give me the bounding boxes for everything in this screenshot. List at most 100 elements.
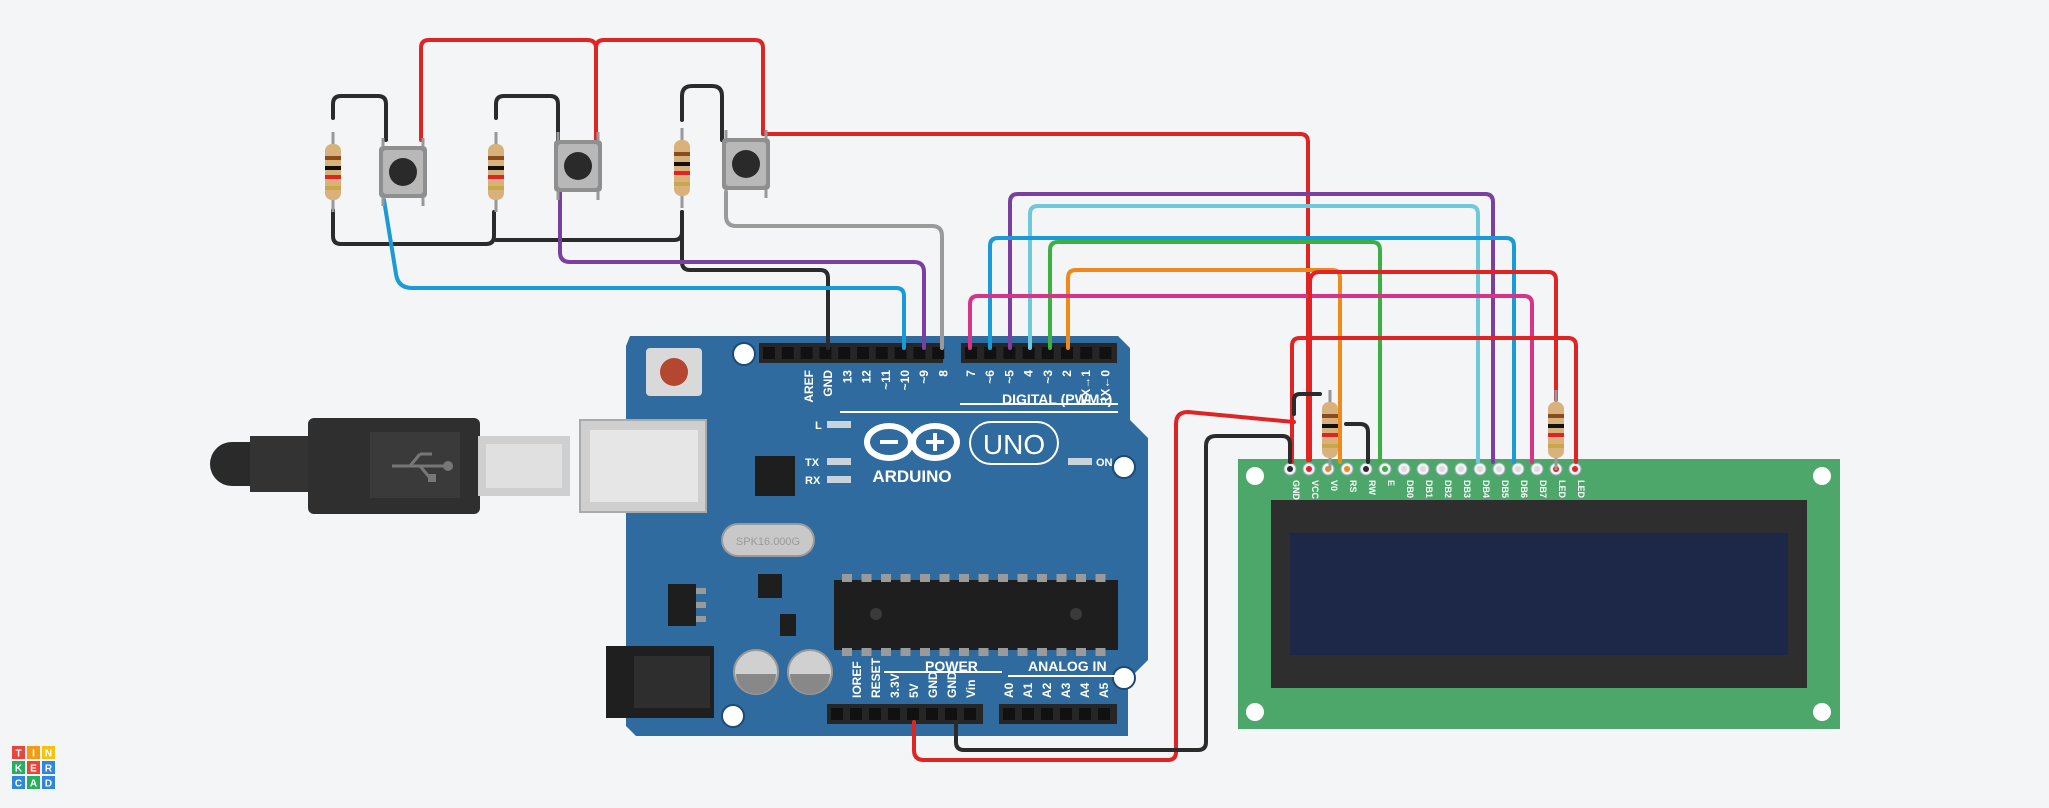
header-socket[interactable] [1060, 708, 1072, 720]
reset-button[interactable] [646, 348, 702, 396]
crystal-oscillator: SPK16.000G [721, 523, 815, 557]
header-socket[interactable] [1061, 347, 1073, 359]
header-socket[interactable] [965, 347, 977, 359]
black-wire[interactable] [1292, 392, 1322, 416]
digital-header-right[interactable] [961, 343, 1117, 363]
chip-pin [861, 574, 872, 582]
chip-pin [1017, 574, 1028, 582]
tx-led [827, 458, 851, 465]
brand-letter: E [30, 764, 37, 775]
pin-label: 4 [1022, 370, 1036, 377]
blue-wire[interactable] [988, 236, 1516, 464]
push-button[interactable] [377, 136, 429, 208]
red-wire[interactable] [419, 38, 598, 142]
header-socket[interactable] [1022, 708, 1034, 720]
header-socket[interactable] [850, 708, 862, 720]
red-wire[interactable] [1308, 270, 1558, 462]
red-wire[interactable] [1290, 336, 1578, 464]
chip-pin [1037, 574, 1047, 582]
header-socket[interactable] [819, 347, 832, 359]
analog-in-label: ANALOG IN [1028, 658, 1107, 674]
header-socket[interactable] [763, 347, 775, 359]
pin-label: 8 [936, 370, 950, 377]
resistor[interactable] [672, 126, 692, 210]
resistor[interactable] [323, 130, 343, 214]
black-wire[interactable] [331, 94, 388, 142]
lcd-pin-label: DB3 [1462, 480, 1472, 498]
lcd-pin-label: DB1 [1424, 480, 1434, 498]
header-socket[interactable] [1098, 708, 1110, 720]
red-wire[interactable] [594, 38, 1310, 462]
purple-wire[interactable] [558, 190, 926, 350]
pin-label: A4 [1078, 682, 1092, 698]
pin-label: 13 [840, 370, 854, 384]
header-socket[interactable] [964, 708, 976, 720]
magenta-wire[interactable] [968, 294, 1534, 464]
black-wire[interactable] [331, 208, 496, 246]
header-socket[interactable] [838, 347, 851, 359]
usb-controller-chip [755, 456, 795, 496]
header-socket[interactable] [984, 347, 997, 359]
rx-led [827, 476, 851, 483]
black-wire[interactable] [494, 210, 684, 242]
lcd-pin-label: DB7 [1538, 480, 1548, 498]
header-socket[interactable] [869, 708, 881, 720]
pin-label: 7 [964, 370, 978, 377]
rx-label: RX [805, 475, 821, 487]
brand-letter: K [15, 764, 23, 775]
header-socket[interactable] [857, 347, 869, 359]
resistor[interactable] [1546, 388, 1566, 472]
header-socket[interactable] [926, 708, 938, 720]
pin-label: 3.3V [888, 673, 902, 698]
power-header[interactable] [827, 704, 983, 724]
header-socket[interactable] [875, 347, 888, 359]
black-wire[interactable] [494, 94, 560, 142]
header-socket[interactable] [1022, 347, 1035, 359]
header-socket[interactable] [781, 347, 794, 359]
push-button[interactable] [552, 130, 604, 202]
header-socket[interactable] [1080, 347, 1093, 359]
black-wire[interactable] [680, 210, 830, 350]
uno-label: UNO [983, 429, 1045, 460]
header-socket[interactable] [800, 347, 813, 359]
black-wire[interactable] [954, 434, 1292, 752]
arduino-uno-board[interactable]: SPK16.000G L TX RX ON ARDUINO UNO [579, 336, 1148, 736]
brand-letter: N [45, 749, 52, 760]
header-socket[interactable] [1041, 347, 1054, 359]
on-led [1068, 458, 1092, 465]
green-wire[interactable] [1048, 240, 1382, 464]
chip-pin [861, 648, 872, 656]
header-socket[interactable] [1003, 347, 1016, 359]
header-socket[interactable] [1079, 708, 1091, 720]
push-button[interactable] [720, 128, 772, 200]
header-socket[interactable] [1003, 708, 1015, 720]
small-chip [780, 614, 796, 636]
chip-pin [998, 574, 1008, 582]
header-socket[interactable] [913, 347, 926, 359]
red-wire[interactable] [912, 410, 1296, 762]
usb-cable [210, 418, 570, 514]
brand-letter: R [45, 764, 53, 775]
header-socket[interactable] [1099, 347, 1112, 359]
header-socket[interactable] [932, 347, 945, 359]
pin-label: GND [821, 370, 835, 397]
chip-pin [1056, 574, 1067, 582]
blue-wire[interactable] [382, 198, 906, 350]
header-socket[interactable] [888, 708, 900, 720]
header-socket[interactable] [1041, 708, 1053, 720]
gray-wire[interactable] [724, 190, 944, 350]
header-socket[interactable] [907, 708, 919, 720]
header-socket[interactable] [945, 708, 957, 720]
black-wire[interactable] [680, 84, 724, 142]
black-wire[interactable] [1344, 422, 1370, 464]
resistor[interactable] [486, 130, 506, 214]
header-socket[interactable] [831, 708, 843, 720]
purple-wire[interactable] [1008, 192, 1495, 464]
resistor[interactable] [1320, 388, 1340, 472]
header-socket[interactable] [894, 347, 907, 359]
orange-wire[interactable] [1066, 268, 1342, 464]
cyan-wire[interactable] [1028, 204, 1480, 464]
